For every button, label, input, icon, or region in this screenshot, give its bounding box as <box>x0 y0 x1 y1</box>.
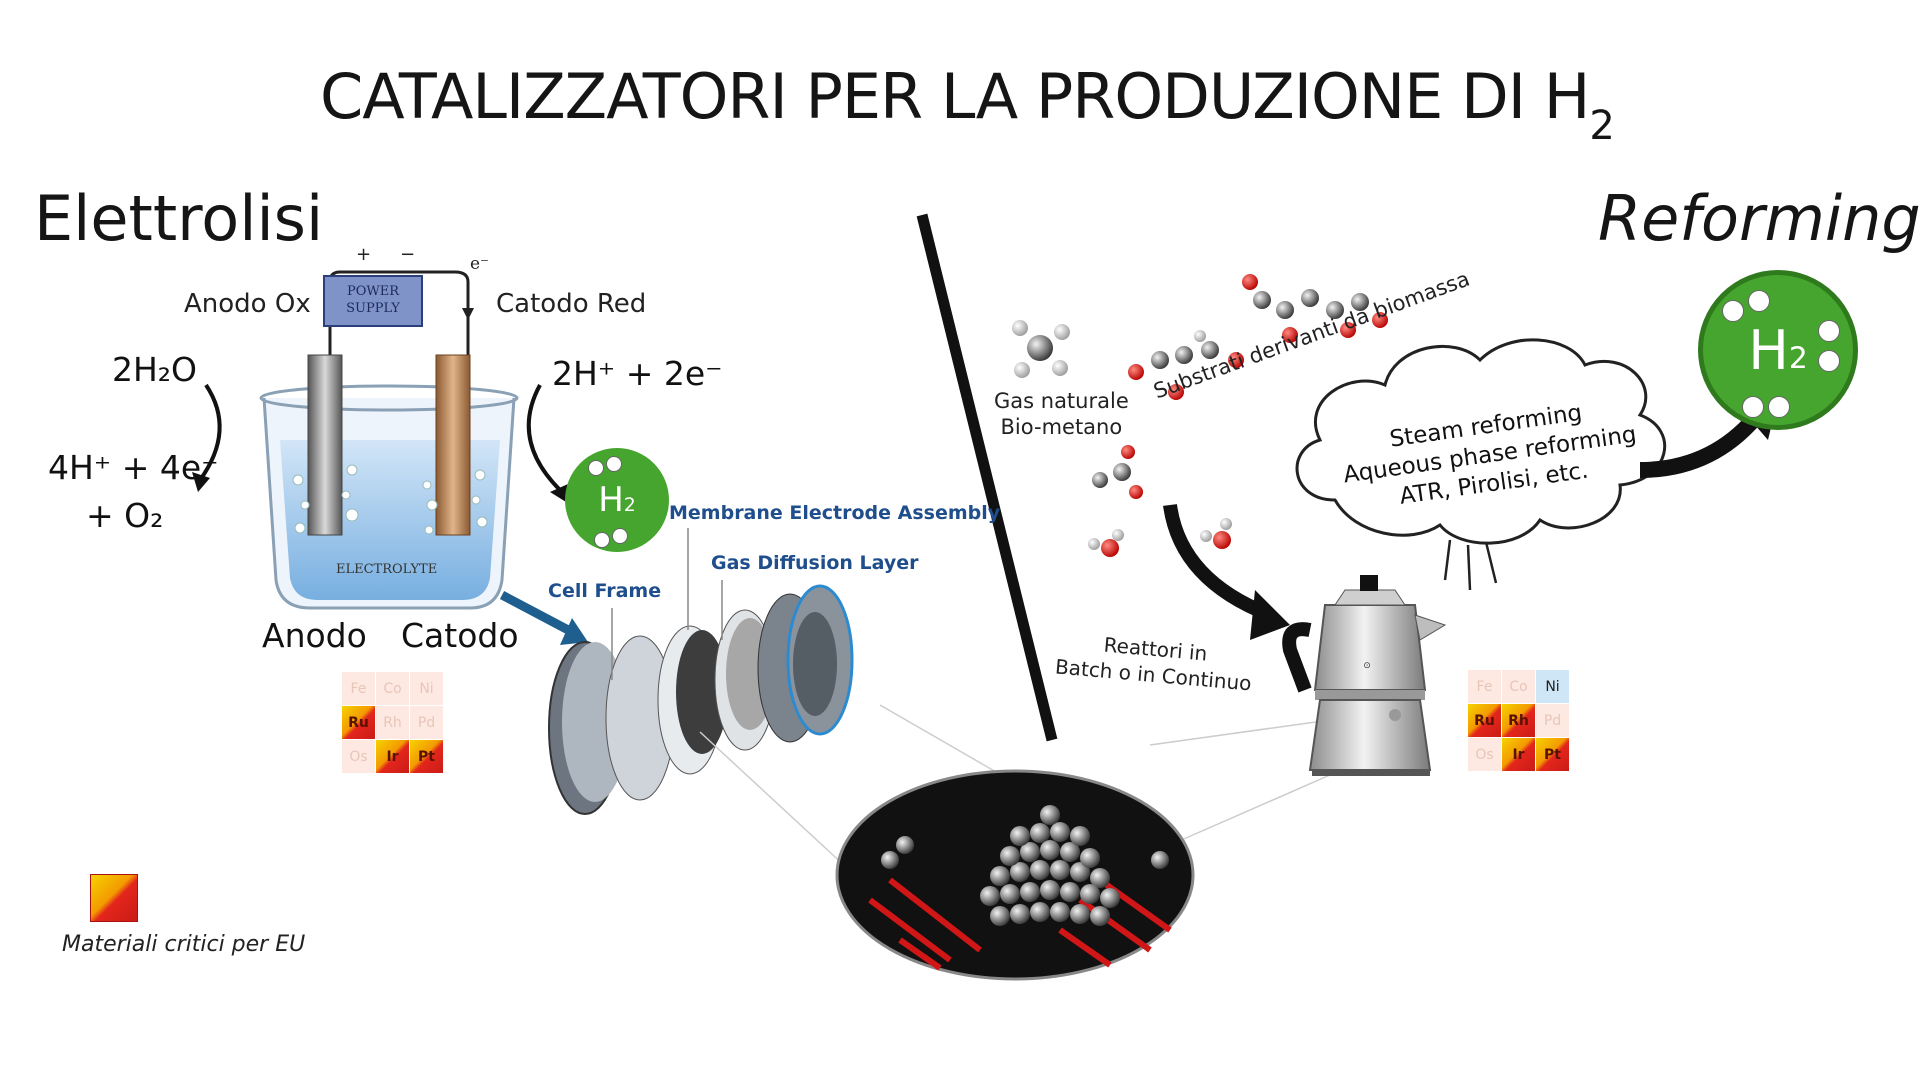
catalyst-nanoparticle-view <box>815 755 1215 1005</box>
biomass-molecule-2 <box>1242 274 1388 343</box>
cathode-equation: 2H⁺ + 2e⁻ <box>552 354 723 393</box>
moka-pot-reactor: ⊙ <box>1282 575 1447 776</box>
element-rh: Rh <box>1502 704 1535 737</box>
element-fe: Fe <box>1468 670 1501 703</box>
periodic-table-reforming: Fe Co Ni Ru Rh Pd Os Ir Pt <box>1468 670 1569 771</box>
critical-material-swatch <box>90 874 138 922</box>
acid-molecule <box>1092 445 1143 499</box>
element-co: Co <box>376 672 409 705</box>
stack-arrow <box>499 591 575 636</box>
natural-gas-line1: Gas naturale <box>994 389 1129 413</box>
h-atom-icon <box>588 460 604 476</box>
critical-material-legend: Materiali critici per EU <box>62 932 306 957</box>
power-supply-box: POWER SUPPLY <box>323 275 423 327</box>
gdl-label: Gas Diffusion Layer <box>711 552 919 574</box>
electrolysis-heading: Elettrolisi <box>34 182 324 255</box>
cell-frame-label: Cell Frame <box>548 580 662 602</box>
divider-line <box>916 213 1058 742</box>
element-ni: Ni <box>410 672 443 705</box>
h-atom-icon <box>1818 350 1840 372</box>
element-pt: Pt <box>1536 738 1569 771</box>
h-atom-icon <box>1768 396 1790 418</box>
element-fe: Fe <box>342 672 375 705</box>
anode-products-line2: + O₂ <box>86 496 164 535</box>
element-os: Os <box>342 740 375 773</box>
minus-terminal: − <box>400 244 416 265</box>
natural-gas-label: Gas naturale Bio-metano <box>994 388 1129 440</box>
title-text: CATALIZZATORI PER LA PRODUZIONE DI H <box>320 60 1590 133</box>
element-pt: Pt <box>410 740 443 773</box>
biomass-molecule-1 <box>1128 330 1244 400</box>
catodo-red-label: Catodo Red <box>496 289 647 319</box>
h2-right-subscript: 2 <box>1788 341 1808 377</box>
element-pd: Pd <box>1536 704 1569 737</box>
h-atom-icon <box>594 532 610 548</box>
h-atom-icon <box>1742 396 1764 418</box>
svg-text:⊙: ⊙ <box>1363 661 1371 671</box>
plus-terminal: + <box>356 244 372 265</box>
h2-output-arrow <box>1639 412 1762 478</box>
electron-label: e⁻ <box>470 254 490 274</box>
electrolyte-label: ELECTROLYTE <box>336 562 438 577</box>
water-equation: 2H₂O <box>112 350 198 389</box>
element-ir: Ir <box>376 740 409 773</box>
h-atom-icon <box>1818 320 1840 342</box>
catodo-label: Catodo <box>401 616 519 655</box>
h2-left-label: H <box>598 480 624 520</box>
element-co: Co <box>1502 670 1535 703</box>
mea-label: Membrane Electrode Assembly <box>669 502 1001 524</box>
element-os: Os <box>1468 738 1501 771</box>
anodo-label: Anodo <box>262 616 367 655</box>
element-ir: Ir <box>1502 738 1535 771</box>
anode-products-line1: 4H⁺ + 4e⁻ <box>48 448 219 487</box>
page-title: CATALIZZATORI PER LA PRODUZIONE DI H2 <box>320 60 1620 149</box>
h-atom-icon <box>612 528 628 544</box>
anode-electrode <box>307 354 343 536</box>
electrolyzer-stack <box>548 584 854 815</box>
h-atom-icon <box>1722 300 1744 322</box>
natural-gas-line2: Bio-metano <box>1000 415 1123 439</box>
h-atom-icon <box>1748 290 1770 312</box>
methane-molecule <box>1012 320 1070 378</box>
anodo-ox-label: Anodo Ox <box>184 289 311 319</box>
element-ru: Ru <box>1468 704 1501 737</box>
element-ru: Ru <box>342 706 375 739</box>
water-molecule-1 <box>1088 529 1124 557</box>
water-oxidation-arrow <box>198 383 222 482</box>
power-supply-label: POWER SUPPLY <box>346 284 400 316</box>
element-ni: Ni <box>1536 670 1569 703</box>
water-molecule-2 <box>1200 518 1232 549</box>
process-cloud <box>1295 338 1667 545</box>
cathode-electrode <box>435 354 471 536</box>
gas-bubbles <box>292 464 488 535</box>
h-atom-icon <box>606 456 622 472</box>
h2-right-label: H <box>1748 318 1789 382</box>
element-pd: Pd <box>410 706 443 739</box>
periodic-table-electrolysis: Fe Co Ni Ru Rh Pd Os Ir Pt <box>342 672 443 773</box>
title-subscript: 2 <box>1589 103 1614 150</box>
reactor-arrow <box>1163 503 1273 622</box>
element-rh: Rh <box>376 706 409 739</box>
reforming-heading: Reforming <box>1598 182 1920 255</box>
h2-left-subscript: 2 <box>623 495 636 517</box>
proton-reduction-arrow <box>526 384 562 492</box>
